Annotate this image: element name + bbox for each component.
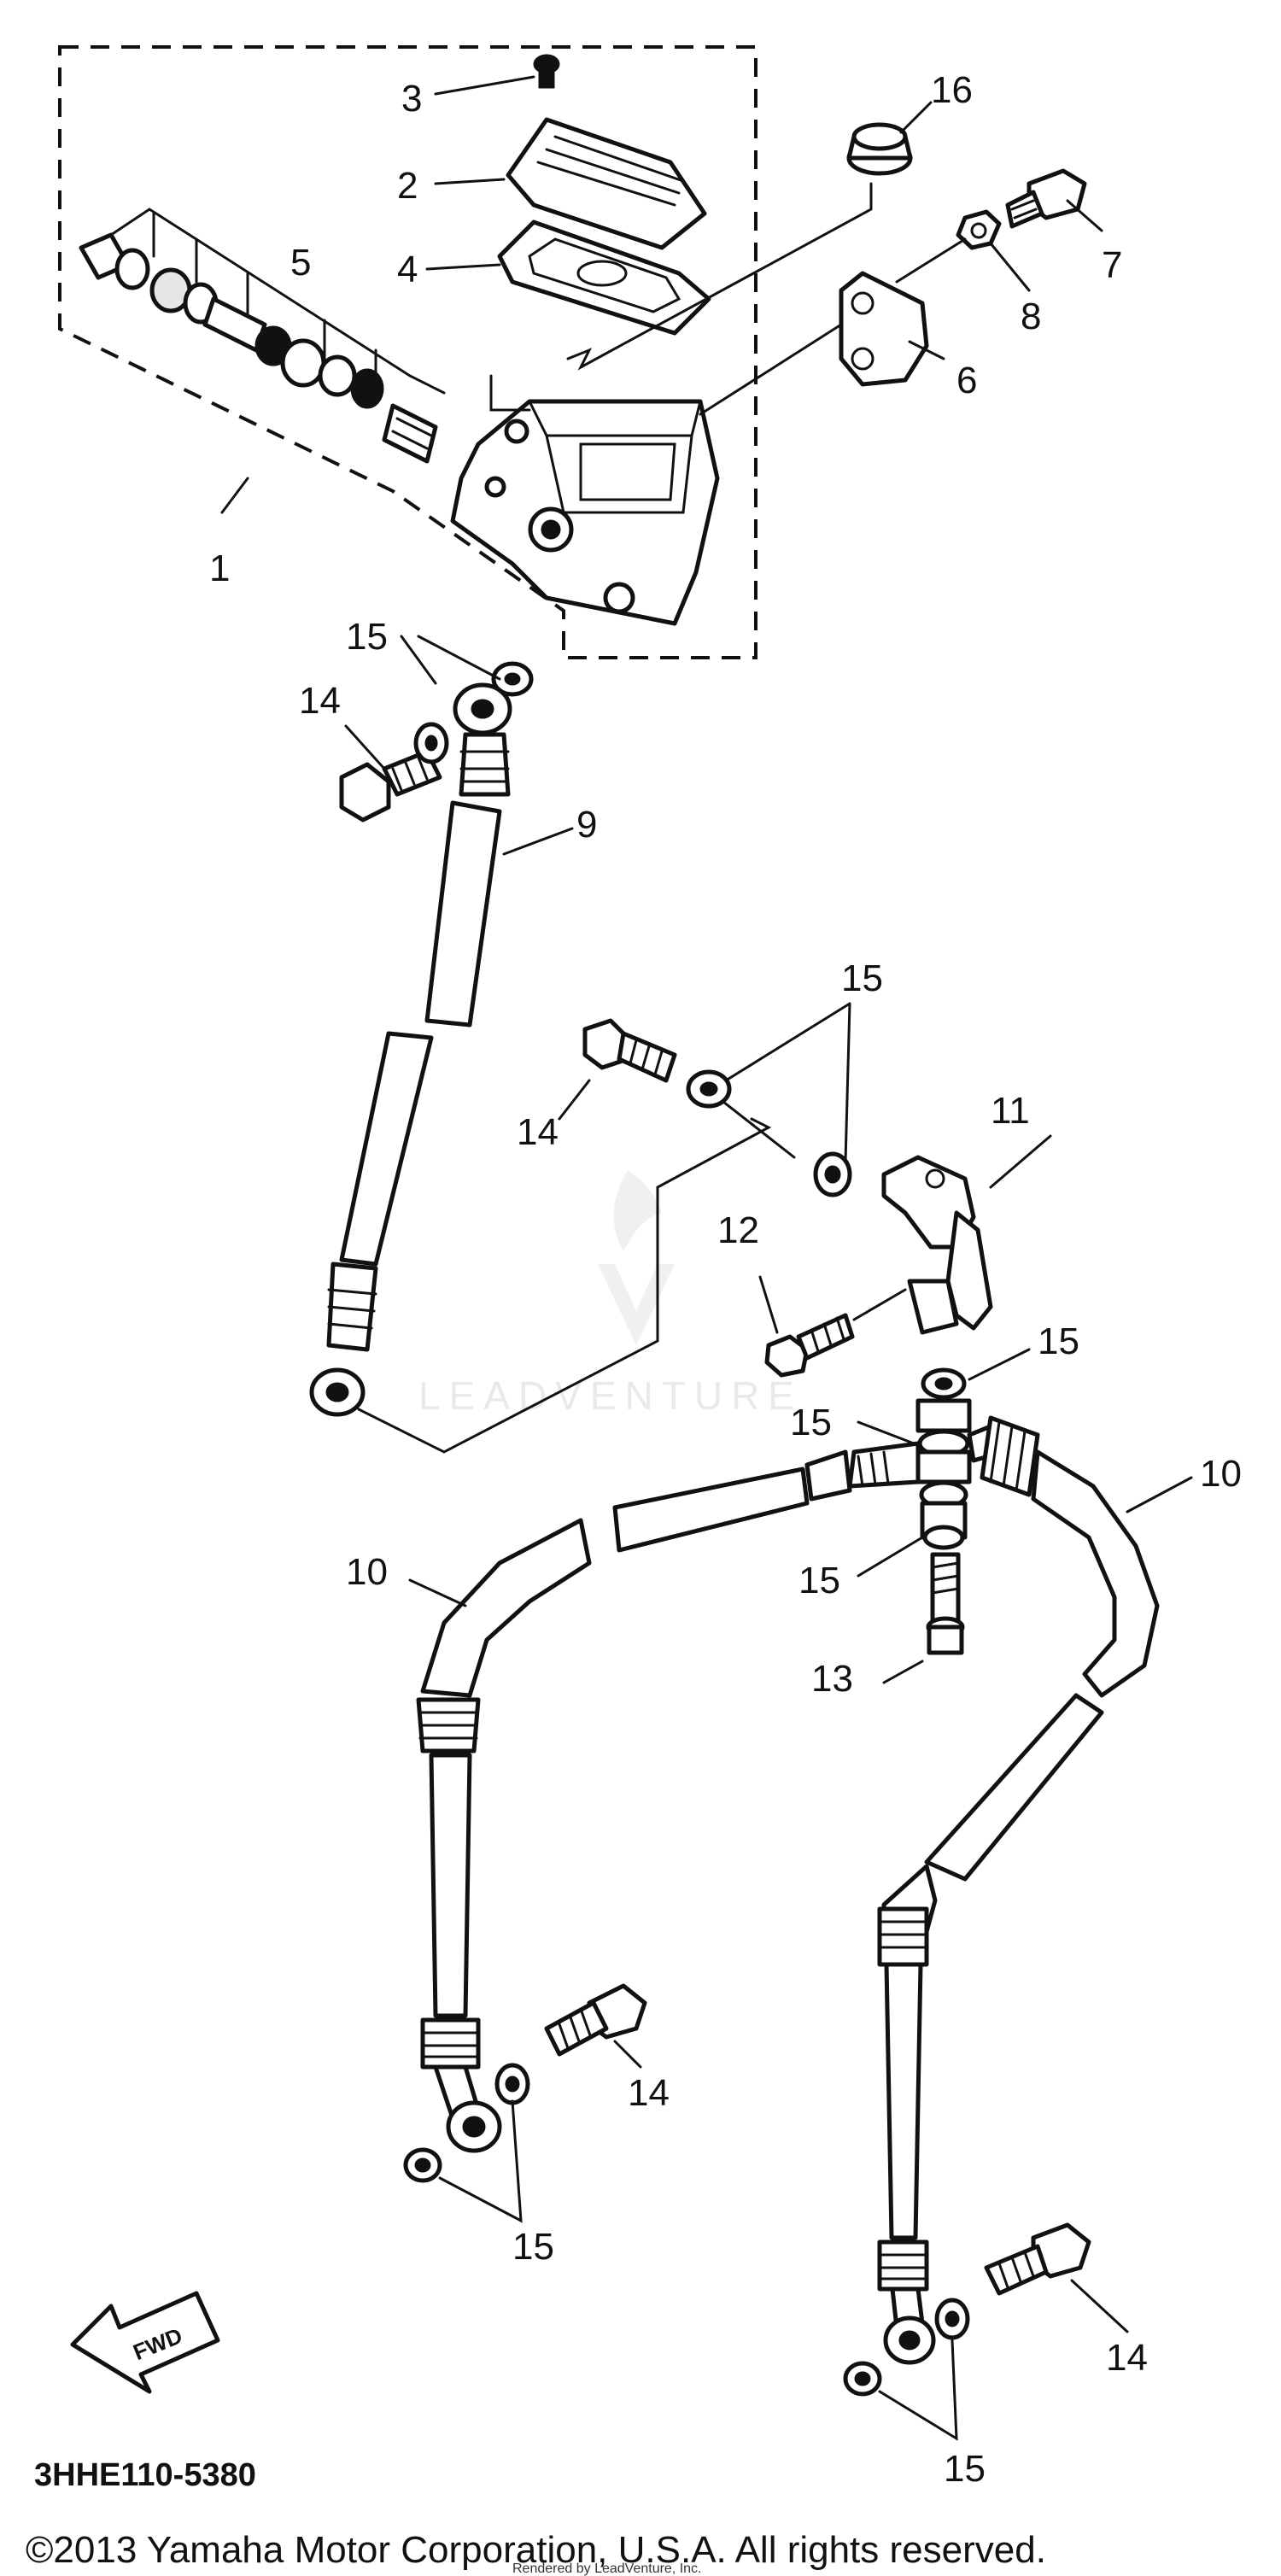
rendered-by-credit: Rendered by LeadVenture, Inc.	[512, 2561, 702, 2576]
callout-5: 5	[290, 242, 311, 284]
bolt-12	[764, 1313, 855, 1378]
callout-1: 1	[209, 547, 230, 589]
piston-kit-5	[79, 232, 438, 464]
callout-15-stack-top: 15	[1038, 1320, 1079, 1362]
brake-hose-joint-11	[881, 1155, 993, 1335]
callout-7: 7	[1102, 244, 1122, 286]
callout-10-left: 10	[346, 1551, 388, 1593]
master-cylinder-holder-6	[839, 271, 929, 387]
callout-15-top: 15	[346, 616, 388, 658]
callout-8: 8	[1021, 296, 1041, 337]
nut-8	[956, 209, 1002, 250]
callout-4: 4	[397, 249, 418, 290]
washer-15-right-bottom	[843, 2298, 970, 2397]
bolt-7	[1005, 168, 1087, 229]
callout-14-right-bottom: 14	[1106, 2337, 1148, 2379]
callout-labels: 3 2 4 5 1 16 7 8 6 15 14 9 15 14 11 12 1…	[209, 69, 1242, 2490]
brake-hose-10-left	[416, 1441, 921, 2153]
callout-9: 9	[576, 804, 597, 846]
master-cylinder-assembly	[79, 54, 720, 626]
callout-15-stack-mid: 15	[790, 1402, 832, 1443]
bleeder-cap-16	[846, 122, 913, 176]
union-bolt-14-mid	[582, 1018, 677, 1083]
callout-14-mid: 14	[517, 1111, 559, 1153]
union-bolt-14-right-bottom	[984, 2222, 1091, 2296]
three-way-joint-stack	[915, 1367, 972, 1550]
cap-screw-3	[533, 54, 560, 89]
washer-15-mid	[686, 1069, 852, 1197]
diaphragm-4	[497, 220, 711, 336]
callout-14-left-bottom: 14	[628, 2072, 670, 2114]
washer-15-left-bottom	[403, 2063, 530, 2183]
callout-13: 13	[811, 1658, 853, 1700]
watermark: LEADVENTURE	[418, 1170, 803, 1418]
diagram-code: 3HHE110-5380	[34, 2457, 256, 2493]
assembly-box-dashed	[58, 45, 757, 659]
callout-16: 16	[931, 69, 973, 111]
brake-hose-9	[309, 682, 512, 1417]
callout-15-mid: 15	[841, 957, 883, 999]
callout-15-left-bottom: 15	[512, 2226, 554, 2268]
callout-10-right: 10	[1200, 1453, 1242, 1495]
watermark-text: LEADVENTURE	[418, 1373, 803, 1418]
callout-15-right-bottom: 15	[944, 2448, 986, 2490]
callout-2: 2	[397, 165, 418, 207]
bolt-13	[926, 1552, 965, 1655]
copyright-notice: ©2013 Yamaha Motor Corporation, U.S.A. A…	[26, 2529, 1046, 2571]
brake-hose-10-right	[877, 1415, 1160, 2365]
callout-14-top: 14	[299, 680, 341, 722]
forward-direction-arrow: FWD	[70, 2291, 220, 2394]
callout-11: 11	[991, 1090, 1030, 1132]
callout-15-stack-bottom: 15	[798, 1560, 840, 1601]
callout-3: 3	[401, 78, 422, 120]
callout-6: 6	[956, 360, 977, 401]
washer-15-top	[413, 661, 534, 764]
union-bolt-14-left-bottom	[544, 1983, 647, 2057]
callout-12: 12	[717, 1209, 759, 1251]
